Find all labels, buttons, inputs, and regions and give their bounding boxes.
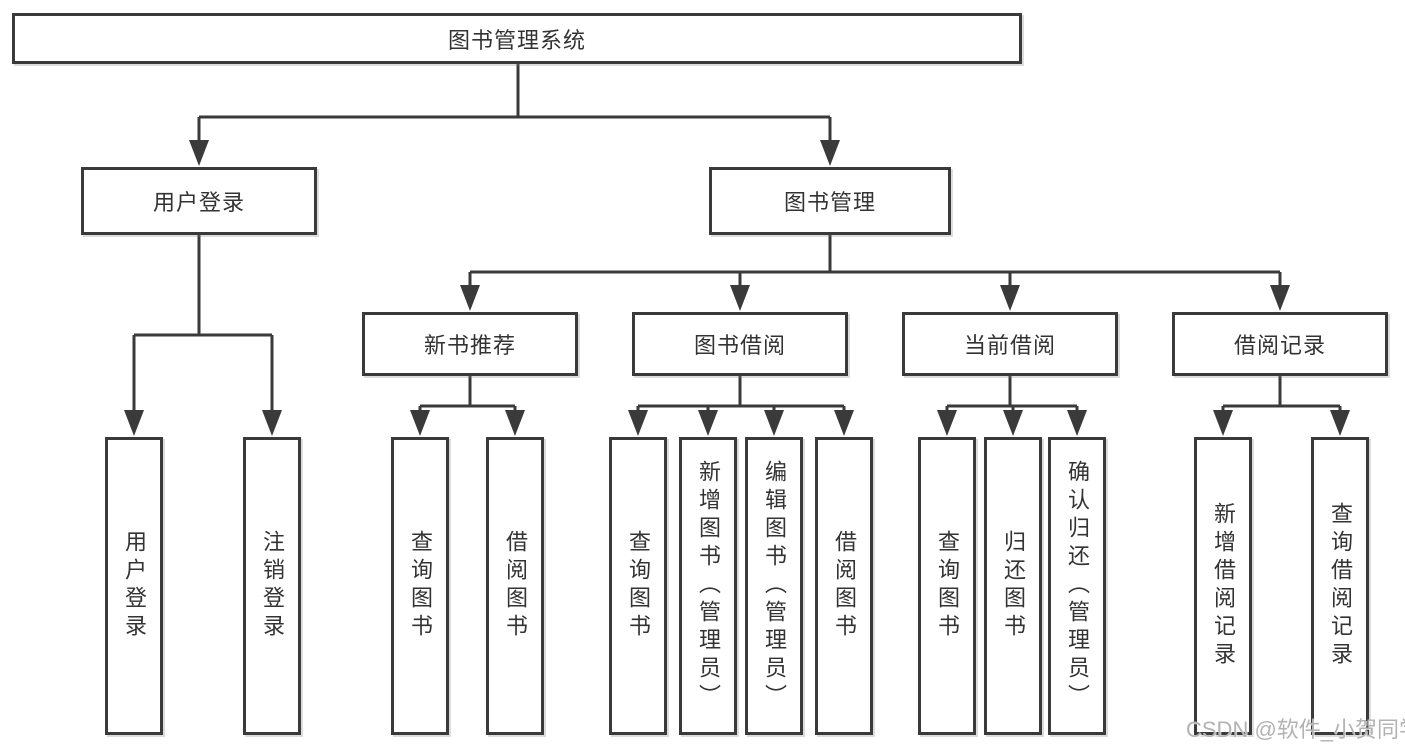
node-system-root: 图书管理系统 [12,13,1022,64]
node-query-books-leaf: 查询图书 [609,437,667,735]
arrow-down-icon [820,140,840,166]
arrow-down-icon [1330,410,1350,436]
arrow-down-icon [937,410,957,436]
node-borrow-books-leaf: 借阅图书 [815,437,873,735]
arrow-down-icon [1003,410,1023,436]
arrow-down-icon [124,410,144,436]
arrow-down-icon [730,285,750,311]
arrow-down-icon [1270,285,1290,311]
arrow-down-icon [628,410,648,436]
node-add-borrow-record-leaf: 新增借阅记录 [1194,437,1252,735]
arrow-down-icon [460,285,480,311]
node-query-books-leaf: 查询图书 [918,437,976,735]
node-confirm-return-admin-leaf: 确认归还（管理员） [1048,437,1106,735]
node-add-books-admin-leaf: 新增图书（管理员） [679,437,737,735]
arrow-down-icon [189,140,209,166]
node-return-books-leaf: 归还图书 [984,437,1042,735]
node-book-management-branch: 图书管理 [709,167,951,235]
node-logout-leaf: 注销登录 [243,437,301,735]
arrow-down-icon [1000,285,1020,311]
node-book-borrow: 图书借阅 [632,312,848,376]
arrow-down-icon [262,410,282,436]
node-borrow-books-leaf: 借阅图书 [486,437,544,735]
node-user-login-branch: 用户登录 [81,167,317,235]
arrow-down-icon [1067,410,1087,436]
arrow-down-icon [1213,410,1233,436]
node-borrow-records: 借阅记录 [1172,312,1388,376]
arrow-down-icon [410,410,430,436]
node-user-login-leaf: 用户登录 [105,437,163,735]
node-current-borrow: 当前借阅 [902,312,1118,376]
arrow-down-icon [505,410,525,436]
watermark-text: CSDN @软件_小贺同学 [1186,717,1405,742]
arrow-down-icon [764,410,784,436]
node-query-borrow-record-leaf: 查询借阅记录 [1311,437,1369,735]
node-new-book-recommend: 新书推荐 [362,312,578,376]
node-query-books-leaf: 查询图书 [391,437,449,735]
arrow-down-icon [834,410,854,436]
node-edit-books-admin-leaf: 编辑图书（管理员） [745,437,803,735]
arrow-down-icon [698,410,718,436]
